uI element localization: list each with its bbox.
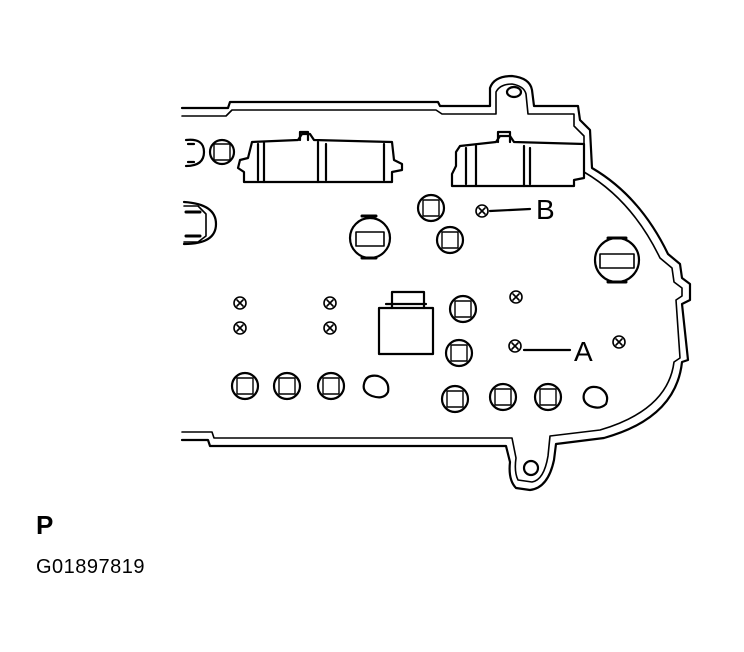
socket-empty <box>582 385 609 409</box>
socket-empty <box>362 374 390 399</box>
mounting-hole-bottom <box>522 459 540 477</box>
screw-terminal-a <box>508 339 522 353</box>
socket-large <box>593 236 641 284</box>
socket-large-left <box>182 200 218 246</box>
socket <box>444 338 474 368</box>
board-outline <box>180 74 692 492</box>
screw <box>323 321 337 335</box>
center-module <box>377 290 435 356</box>
bulb-sockets <box>182 138 641 414</box>
socket <box>435 225 465 255</box>
screw <box>323 296 337 310</box>
screw <box>509 290 523 304</box>
socket <box>533 382 563 412</box>
callout-label-b: B <box>536 194 555 225</box>
socket <box>416 193 446 223</box>
socket <box>316 371 346 401</box>
callout-label-a: A <box>574 336 593 367</box>
connector-left <box>236 130 404 184</box>
screw <box>233 321 247 335</box>
socket <box>272 371 302 401</box>
socket <box>208 138 236 166</box>
screw <box>233 296 247 310</box>
socket <box>488 382 518 412</box>
socket <box>448 294 478 324</box>
screw <box>612 335 626 349</box>
figure-id: G01897819 <box>36 556 146 578</box>
socket-large <box>348 214 392 260</box>
mounting-hole-top <box>505 85 523 99</box>
screw-terminals <box>233 204 626 353</box>
socket <box>230 371 260 401</box>
connector-right <box>450 130 586 188</box>
board-outline-inner <box>181 83 683 483</box>
view-label: P <box>36 510 54 540</box>
leader-line-b <box>488 207 532 213</box>
socket <box>184 138 206 168</box>
socket <box>440 384 470 414</box>
screw-terminal-b <box>475 204 489 218</box>
